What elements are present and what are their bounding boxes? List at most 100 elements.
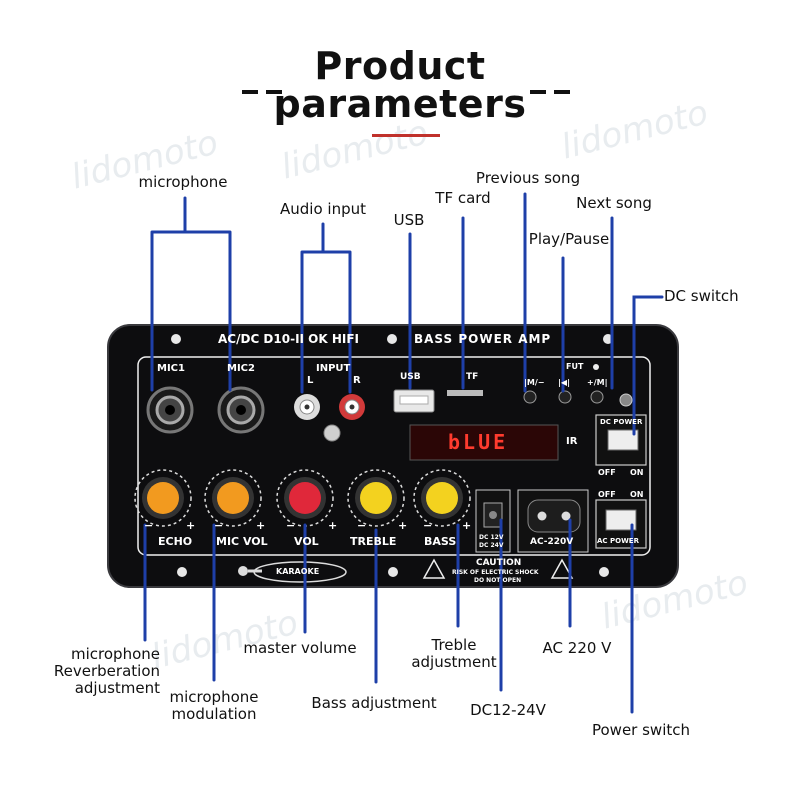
usb-label: USB — [400, 372, 421, 382]
treble-label: TREBLE — [350, 535, 397, 548]
knob-minus: − — [286, 519, 296, 532]
mic2-label: MIC2 — [227, 363, 255, 374]
ir-receiver — [323, 424, 341, 442]
next-button — [590, 390, 604, 404]
fut-label: FUT — [566, 362, 584, 371]
on-label: ON — [630, 490, 644, 499]
callout-master-volume: master volume — [243, 639, 357, 657]
ac-socket — [527, 499, 581, 533]
callout-previous-song: Previous song — [475, 169, 581, 187]
leader-dc-switch — [632, 295, 664, 436]
play-button-label: |◀| — [558, 378, 570, 387]
callout-mic-reverb-line: microphone — [71, 645, 160, 663]
led-indicator — [593, 364, 599, 370]
mic1-label: MIC1 — [157, 363, 185, 374]
next-button-label: +/M| — [587, 378, 608, 387]
callout-microphone: microphone — [138, 173, 228, 191]
callout-dc-switch: DC switch — [664, 287, 739, 305]
knob-plus: + — [256, 519, 266, 532]
treble-knob — [347, 469, 405, 527]
callout-mic-reverb-line: adjustment — [74, 679, 160, 697]
ac-220v-panel-label: AC-220V — [530, 537, 574, 547]
mic2-jack — [217, 386, 265, 434]
screw-hole — [599, 567, 609, 577]
knob-plus: + — [328, 519, 338, 532]
knob-plus: + — [462, 519, 472, 532]
knob-minus: − — [423, 519, 433, 532]
led-display — [409, 424, 559, 461]
callout-treble-line: Treble — [431, 636, 477, 654]
callout-tf-card: TF card — [435, 189, 491, 207]
caution-detail: DO NOT OPEN — [474, 577, 522, 584]
panel-inner-frame — [137, 356, 651, 556]
title-dash — [530, 90, 546, 94]
callout-usb: USB — [393, 211, 425, 229]
rca-right-jack — [339, 394, 365, 420]
karaoke-label: KARAOKE — [276, 567, 320, 576]
knob-plus: + — [186, 519, 196, 532]
previous-button-label: |M/− — [524, 378, 545, 387]
callout-play-pause: Play/Pause — [528, 230, 610, 248]
callout-next-song: Next song — [576, 194, 652, 212]
input-r-label: R — [353, 375, 361, 386]
screw-hole — [177, 567, 187, 577]
callout-ac220v: AC 220 V — [542, 639, 612, 657]
callout-power-switch: Power switch — [591, 721, 691, 739]
mic-vol-knob — [204, 469, 262, 527]
callout-audio-input: Audio input — [280, 200, 366, 218]
dc-switch — [607, 429, 639, 451]
screw-hole — [388, 567, 398, 577]
on-label: ON — [630, 468, 644, 477]
echo-knob — [134, 469, 192, 527]
title-underline — [372, 134, 440, 137]
model-label: AC/DC D10-II OK HIFI — [218, 332, 360, 346]
leader-audio-input — [300, 222, 352, 394]
off-label: OFF — [598, 490, 616, 499]
ac-power-label: AC POWER — [597, 537, 639, 545]
knob-minus: − — [144, 519, 154, 532]
mic-vol-label: MIC VOL — [216, 535, 268, 548]
knob-minus: − — [357, 519, 367, 532]
input-label: INPUT — [316, 363, 351, 374]
page-title-line1: Product — [314, 44, 486, 88]
caution-label: CAUTION — [476, 558, 522, 568]
page-title-line2: parameters — [273, 82, 527, 126]
callout-dc12-24v: DC12-24V — [470, 701, 546, 719]
previous-button — [523, 390, 537, 404]
callout-treble-adjustment: Treble adjustment — [411, 637, 496, 671]
callout-treble-line: adjustment — [411, 653, 497, 671]
title-dash — [554, 90, 570, 94]
caution-detail: RISK OF ELECTRIC SHOCK — [452, 569, 539, 576]
screw-hole — [387, 334, 397, 344]
dc-power-label: DC POWER — [600, 418, 643, 426]
panel-screw — [619, 393, 633, 407]
warning-icon — [550, 558, 574, 579]
knob-minus: − — [214, 519, 224, 532]
play-pause-button — [558, 390, 572, 404]
callout-mic-reverb-line: Reverberation — [53, 662, 160, 680]
rca-left-jack — [294, 394, 320, 420]
knob-plus: + — [398, 519, 408, 532]
mic1-jack — [146, 386, 194, 434]
karaoke-logo — [238, 561, 347, 583]
dc-12v-label: DC 12V — [479, 534, 504, 541]
callout-mic-modulation-line: microphone — [169, 688, 259, 706]
led-display-text: bLUE — [448, 430, 509, 454]
ir-label: IR — [566, 436, 578, 447]
callout-mic-reverb: microphone Reverberation adjustment — [40, 646, 160, 697]
tf-slot — [447, 390, 483, 396]
callout-bass-adjustment: Bass adjustment — [311, 694, 437, 712]
ac-power-switch — [605, 509, 637, 531]
callout-mic-modulation-line: modulation — [171, 705, 257, 723]
input-l-label: L — [307, 375, 314, 386]
callout-mic-modulation: microphone modulation — [170, 689, 259, 723]
title-dash — [242, 90, 258, 94]
off-label: OFF — [598, 468, 616, 477]
dc-24v-label: DC 24V — [479, 542, 504, 549]
warning-icon — [422, 558, 446, 579]
bass-knob — [413, 469, 471, 527]
screw-hole — [171, 334, 181, 344]
title-dash — [266, 90, 282, 94]
leader-microphone — [150, 196, 232, 392]
